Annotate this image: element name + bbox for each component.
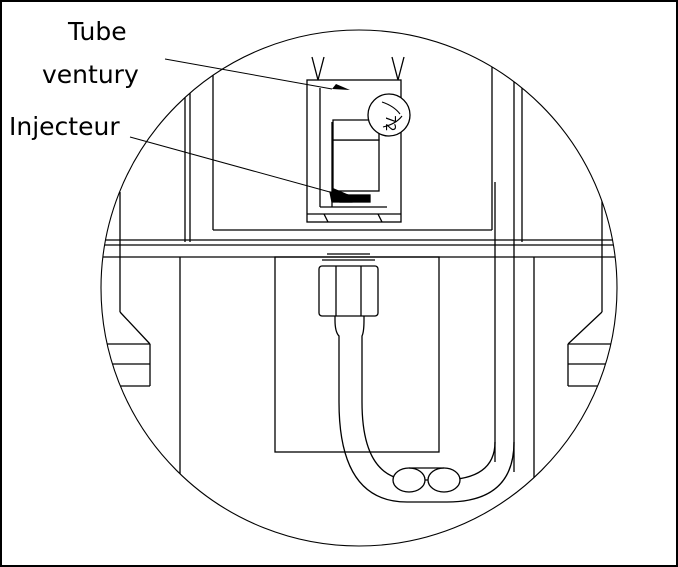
vertical-tube: [494, 182, 515, 472]
label-injecteur: Injecteur: [9, 112, 120, 141]
injecteur-leader: [129, 136, 338, 195]
hex-nut: [318, 253, 379, 317]
detail-circle: [100, 29, 618, 547]
left-side-wall: [102, 191, 181, 546]
right-side-wall: [533, 191, 617, 546]
screw-head: 72: [367, 93, 411, 137]
u-pipe: [334, 316, 515, 503]
svg-text:72: 72: [382, 115, 397, 132]
label-tube-line2: ventury: [42, 60, 139, 89]
detail-content: 72: [102, 30, 617, 546]
tube-ventury-leader: [164, 58, 333, 90]
lower-box: [274, 256, 440, 453]
label-tube-line1: Tube: [68, 17, 127, 46]
leader-lines: [129, 58, 354, 197]
